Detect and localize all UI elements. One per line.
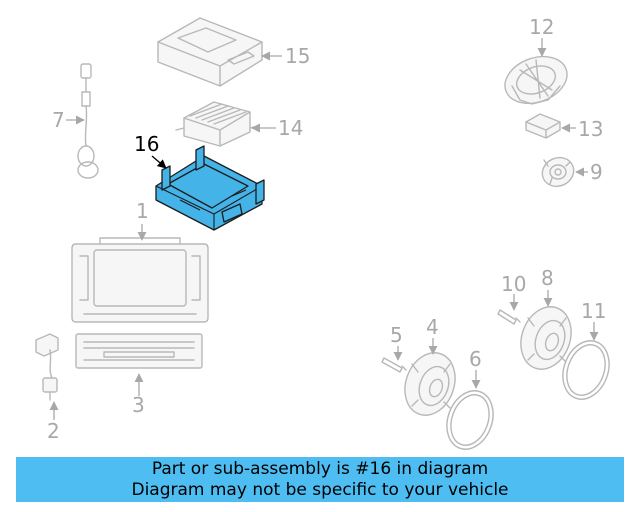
callout-5: 5: [390, 323, 403, 347]
part-9-tweeter: [541, 156, 575, 188]
callout-14: 14: [278, 116, 303, 140]
callout-10: 10: [501, 272, 526, 296]
banner-line-1: Part or sub-assembly is #16 in diagram: [151, 458, 489, 479]
part-10-screw: [497, 309, 521, 325]
part-16-bracket-highlighted: [155, 145, 265, 231]
part-8-speaker: [520, 306, 572, 370]
part-15-module-box: [157, 17, 263, 87]
callout-7: 7: [52, 108, 65, 132]
part-6-gasket: [446, 390, 494, 450]
part-14-amplifier: [175, 101, 259, 147]
banner-line-2: Diagram may not be specific to your vehi…: [131, 479, 509, 500]
callout-2: 2: [47, 419, 60, 443]
part-3-slot-panel: [75, 333, 203, 369]
callout-16: 16: [134, 132, 159, 156]
info-banner: Part or sub-assembly is #16 in diagram D…: [16, 457, 624, 502]
callout-12: 12: [529, 15, 554, 39]
callout-4: 4: [426, 315, 439, 339]
callout-3: 3: [132, 393, 145, 417]
callout-13: 13: [578, 117, 603, 141]
leader-16: [151, 155, 167, 169]
callout-15: 15: [285, 44, 310, 68]
callout-6: 6: [469, 347, 482, 371]
part-11-gasket: [562, 340, 610, 400]
part-13-block: [525, 113, 561, 139]
part-12-speaker: [504, 55, 568, 105]
part-7-cable: [77, 63, 99, 179]
part-2-connector: [35, 333, 59, 401]
callout-8: 8: [541, 266, 554, 290]
part-5-screw: [381, 357, 407, 373]
part-1-display-unit: [71, 237, 209, 323]
callout-1: 1: [136, 199, 149, 223]
part-4-speaker: [404, 352, 456, 416]
callout-9: 9: [590, 160, 603, 184]
callout-11: 11: [581, 299, 606, 323]
